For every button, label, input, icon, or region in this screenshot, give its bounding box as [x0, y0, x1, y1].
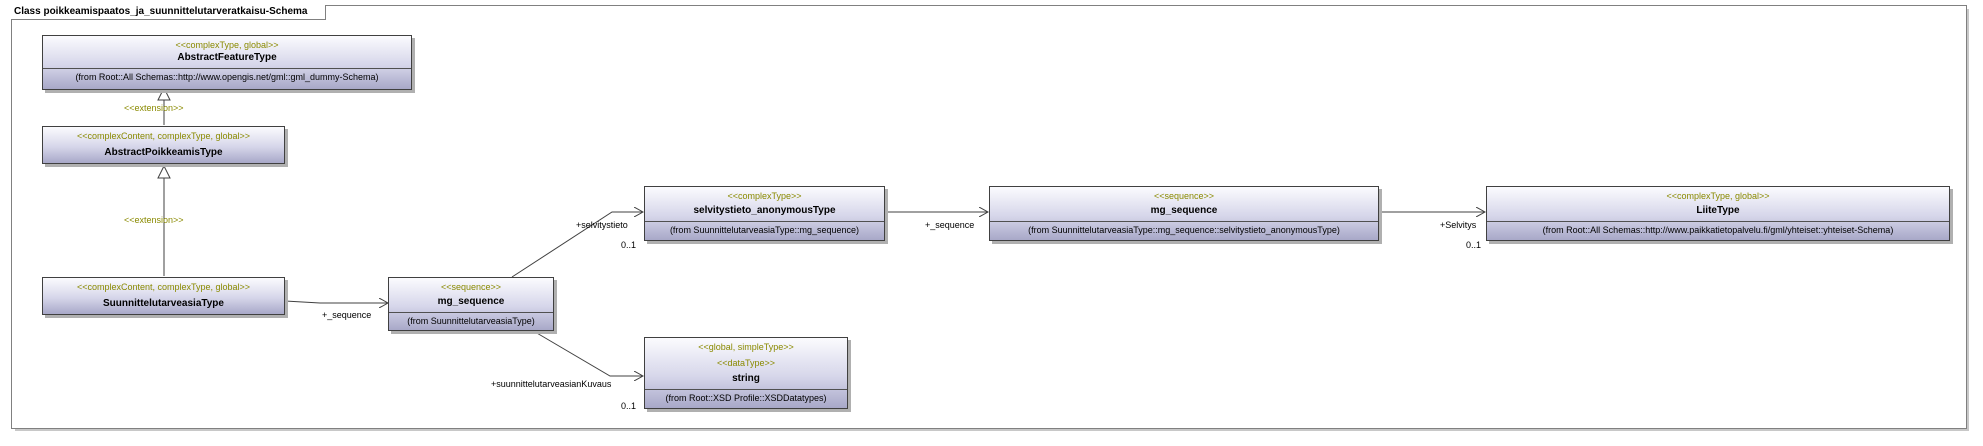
- association-selvitystieto-edge[interactable]: [511, 212, 643, 278]
- class-origin: (from Root::XSD Profile::XSDDatatypes): [645, 389, 847, 405]
- selvitystieto-role-label: +selvitystieto: [576, 220, 628, 230]
- sequence2-role-label: +_sequence: [925, 220, 975, 230]
- class-abstract-feature-type[interactable]: <<complexType, global>> AbstractFeatureT…: [42, 35, 412, 90]
- class-mg-sequence-nested[interactable]: <<sequence>> mg_sequence (from Suunnitte…: [989, 186, 1379, 241]
- stereotype-label: <<complexType>>: [727, 191, 802, 201]
- class-name: mg_sequence: [437, 296, 505, 307]
- class-name: SuunnittelutarveasiaType: [103, 298, 224, 309]
- stereotype-label: <<complexType, global>>: [1666, 191, 1770, 201]
- class-origin: (from SuunnittelutarveasiaType::mg_seque…: [645, 221, 884, 237]
- class-abstract-poikkeamis-type[interactable]: <<complexContent, complexType, global>> …: [42, 126, 285, 164]
- stereotype-label: <<complexType, global>>: [175, 40, 279, 50]
- class-name: AbstractFeatureType: [177, 52, 277, 63]
- association-sequence-edge[interactable]: [284, 301, 388, 303]
- class-suunnittelutarveasia-type[interactable]: <<complexContent, complexType, global>> …: [42, 277, 285, 315]
- class-origin: (from Root::All Schemas::http://www.open…: [43, 68, 411, 84]
- class-string[interactable]: <<global, simpleType>> <<dataType>> stri…: [644, 337, 848, 409]
- class-name: string: [732, 373, 760, 384]
- extension-label-2: <<extension>>: [124, 215, 184, 225]
- stereotype-label: <<sequence>>: [1153, 191, 1215, 201]
- selvitys-role-label: +Selvitys: [1440, 220, 1477, 230]
- kuvaus-multiplicity: 0..1: [621, 401, 637, 411]
- selvitys-multiplicity: 0..1: [1466, 240, 1482, 250]
- stereotype-label: <<sequence>>: [440, 282, 502, 292]
- kuvaus-role-label: +suunnittelutarveasianKuvaus: [491, 379, 612, 389]
- stereotype-label: <<global, simpleType>>: [698, 342, 794, 352]
- stereotype-label: <<complexContent, complexType, global>>: [76, 282, 251, 292]
- class-origin: (from SuunnittelutarveasiaType): [389, 312, 553, 328]
- frame-title: Class poikkeamispaatos_ja_suunnittelutar…: [11, 5, 327, 20]
- generalization-arrowhead-1: [157, 86, 171, 101]
- class-name: LiiteType: [1696, 205, 1740, 216]
- class-name: selvitystieto_anonymousType: [693, 205, 836, 216]
- class-selvitystieto-anonymous-type[interactable]: <<complexType>> selvitystieto_anonymousT…: [644, 186, 885, 241]
- sequence-role-label: +_sequence: [322, 310, 372, 320]
- class-mg-sequence[interactable]: <<sequence>> mg_sequence (from Suunnitte…: [388, 277, 554, 331]
- selvitystieto-multiplicity: 0..1: [621, 240, 637, 250]
- generalization-arrowhead-2: [157, 164, 171, 179]
- stereotype-label: <<complexContent, complexType, global>>: [76, 131, 251, 141]
- class-name: mg_sequence: [1150, 205, 1218, 216]
- class-origin: (from SuunnittelutarveasiaType::mg_seque…: [990, 221, 1378, 237]
- stereotype-label-datatype: <<dataType>>: [716, 358, 776, 368]
- class-name: AbstractPoikkeamisType: [104, 147, 223, 158]
- association-kuvaus-edge[interactable]: [529, 328, 643, 376]
- class-liite-type[interactable]: <<complexType, global>> LiiteType (from …: [1486, 186, 1950, 241]
- class-origin: (from Root::All Schemas::http://www.paik…: [1487, 221, 1949, 237]
- extension-label-1: <<extension>>: [124, 103, 184, 113]
